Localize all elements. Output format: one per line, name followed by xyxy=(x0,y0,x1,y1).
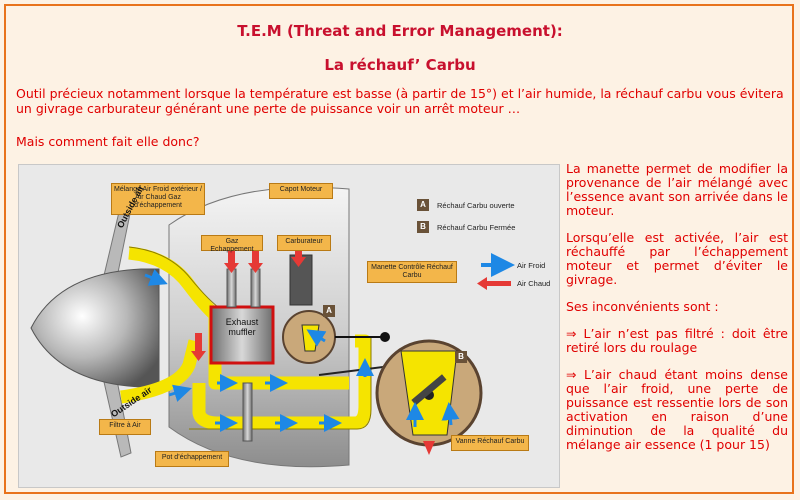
label-gaz: Gaz Echappement xyxy=(201,235,263,253)
explanation-p1: La manette permet de modifier la provena… xyxy=(566,161,788,218)
exhaust-muffler xyxy=(209,305,275,365)
exhaust-pipe-left xyxy=(226,268,237,308)
valve-b-letter: B xyxy=(455,351,467,363)
legend-cold-text: Air Froid xyxy=(517,261,546,270)
label-vanne: Vanne Réchauf Carbu xyxy=(451,435,529,451)
label-capot: Capot Moteur xyxy=(269,183,333,199)
label-carburateur: Carburateur xyxy=(277,235,331,251)
cold-air-arrows xyxy=(144,269,460,432)
legend-a-box: A xyxy=(417,199,429,211)
hot-air-arrows xyxy=(191,245,435,455)
label-melange: Mélange Air Froid extérieur / Air Chaud … xyxy=(111,183,205,215)
control-knob xyxy=(380,332,390,342)
carb-heat-diagram: Mélange Air Froid extérieur / Air Chaud … xyxy=(18,164,560,488)
muffler-text: Exhaust muffler xyxy=(225,317,259,337)
valve-b-flap xyxy=(411,374,447,406)
legend-b-text: Réchauf Carbu Fermée xyxy=(437,223,516,232)
legend-hot-text: Air Chaud xyxy=(517,279,551,288)
page-title: T.E.M (Threat and Error Management): xyxy=(237,22,563,40)
exhaust-pipe-right xyxy=(250,268,261,308)
legend-b-box: B xyxy=(417,221,429,233)
explanation-p5: ⇒ L’air chaud étant moins dense que l’ai… xyxy=(566,367,788,452)
explanation-p3: Ses inconvénients sont : xyxy=(566,299,719,314)
duct-outlines xyxy=(128,246,372,430)
label-filtre: Filtre à Air xyxy=(99,419,151,435)
explanation-p2: Lorsqu’elle est activée, l’air est récha… xyxy=(566,230,788,287)
intro-text: Outil précieux notamment lorsque la temp… xyxy=(16,86,784,116)
diagram-artwork xyxy=(30,186,515,468)
label-pot: Pot d’échappement xyxy=(155,451,229,467)
label-manette: Manette Contrôle Réchauf Carbu xyxy=(367,261,457,283)
valve-a-letter: A xyxy=(323,305,335,317)
exhaust-pipe-bottom xyxy=(242,382,253,442)
legend-hot-arrow xyxy=(477,277,511,290)
explanation-panel: La manette permet de modifier la provena… xyxy=(566,162,788,465)
page-subtitle: La réchauf’ Carbu xyxy=(324,56,476,74)
question-text: Mais comment fait elle donc? xyxy=(16,134,200,149)
propeller-spinner xyxy=(30,268,160,388)
legend-a-text: Réchauf Carbu ouverte xyxy=(437,201,515,210)
explanation-p4: ⇒ L’air n’est pas filtré : doit être ret… xyxy=(566,326,788,355)
